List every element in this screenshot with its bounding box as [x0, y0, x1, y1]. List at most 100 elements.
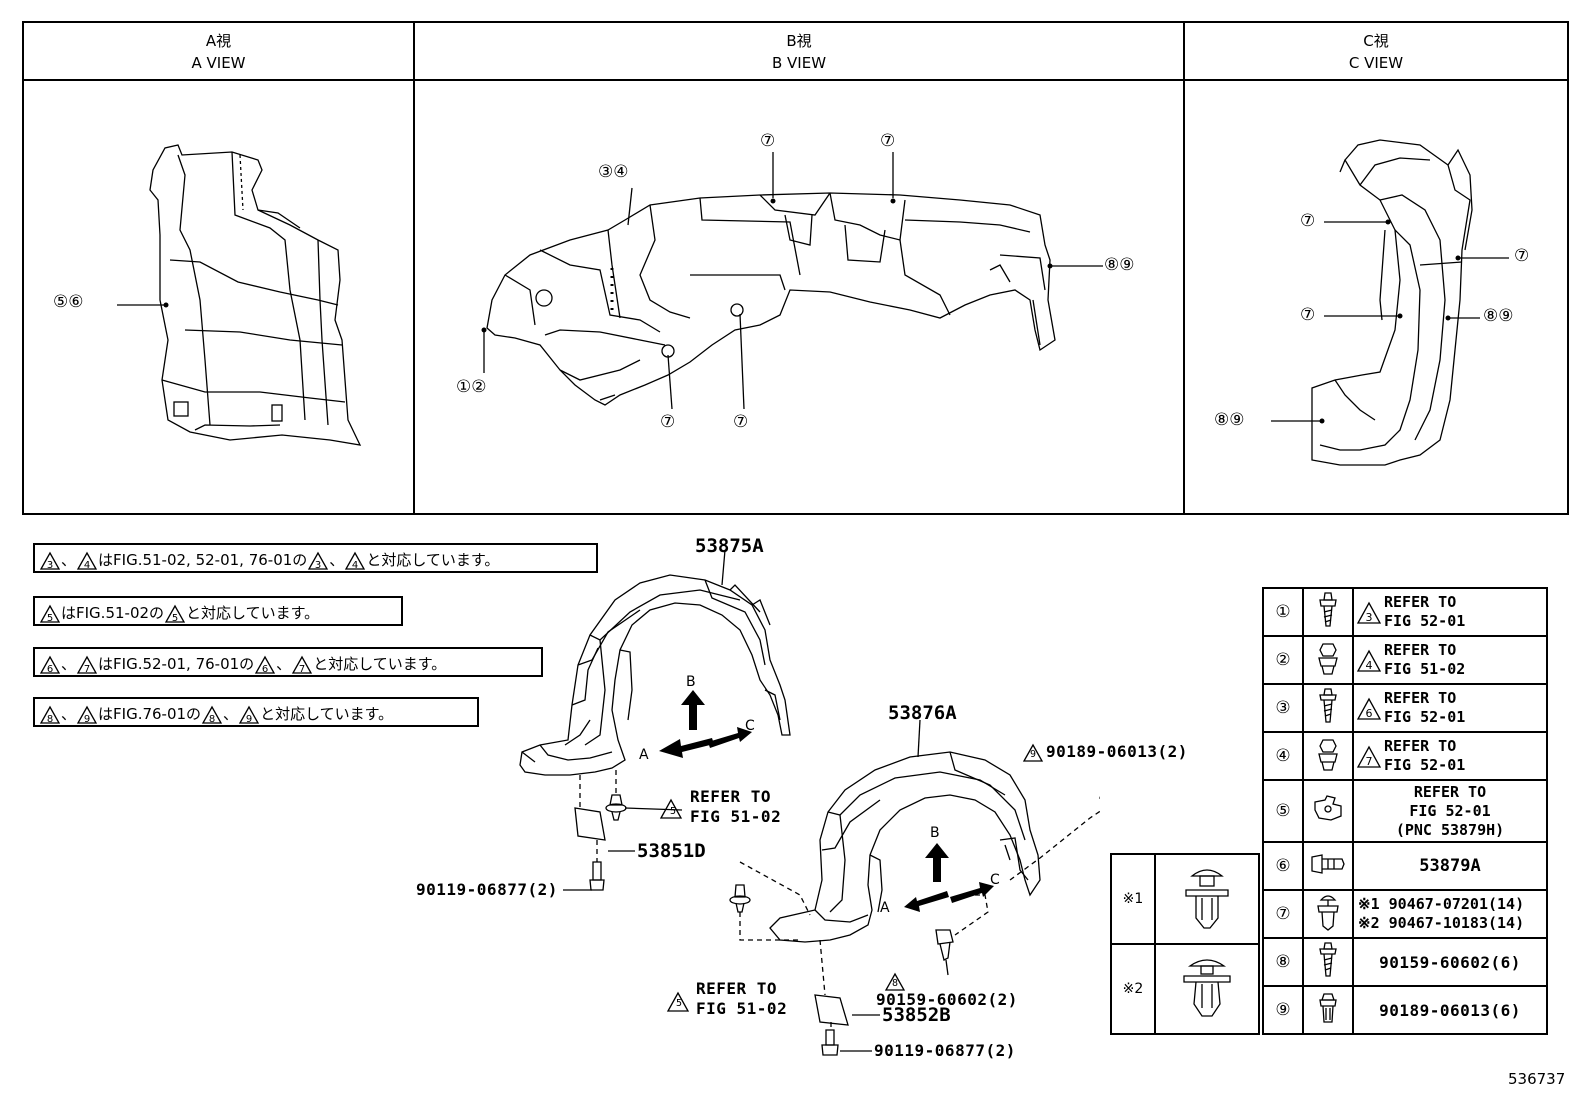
triangle-mark-icon: 8 [201, 705, 223, 725]
callout-7-c3: ⑦ [1514, 246, 1530, 266]
legend-row-6: ⑥ 53879A [1262, 841, 1548, 891]
view-frames [22, 21, 1569, 515]
triangle-mark-icon: 7 [1356, 745, 1382, 768]
arrow-b-icon [925, 843, 949, 882]
screw-fastener-drawing [935, 929, 954, 961]
callout-8-9-b-view: ⑧⑨ [1104, 255, 1135, 275]
a-view-header: A視 A VIEW [191, 32, 246, 72]
callout-7-c1: ⑦ [1300, 211, 1316, 231]
clip-fastener-drawing [729, 884, 751, 913]
triangle-mark-icon: 5 [39, 604, 61, 624]
legend-desc: ※1 90467-07201(14) ※2 90467-10183(14) [1352, 889, 1548, 939]
push-clip-type-2-icon [1183, 959, 1231, 1017]
clip-icon [1319, 993, 1337, 1023]
bracket-53851d-drawing [574, 807, 606, 841]
legend-num: ① [1262, 587, 1304, 637]
push-clip-icon [1317, 895, 1339, 931]
triangle-mark-icon: 6 [1356, 697, 1382, 720]
svg-text:4: 4 [84, 560, 90, 571]
triangle-mark-icon: 7 [292, 655, 313, 675]
legend-row-8: ⑧ 90159-60602(6) [1262, 937, 1548, 987]
svg-text:8: 8 [209, 714, 215, 725]
clip-type-row-1: ※1 [1110, 853, 1260, 945]
legend-num: ⑥ [1262, 841, 1304, 891]
clip-label-90189-06013: 90189-06013(2) [1046, 742, 1188, 761]
legend-icon-cell [1302, 587, 1354, 637]
nut-icon [1318, 739, 1338, 771]
triangle-mark-icon: 5 [164, 604, 186, 624]
legend-row-7: ⑦ ※1 90467-07201(14) ※2 90467-10183(14) [1262, 889, 1548, 939]
svg-text:7: 7 [84, 664, 90, 675]
bolt-fastener-drawing [821, 1029, 839, 1056]
triangle-mark-icon: 9 [238, 705, 260, 725]
legend-icon-cell [1302, 635, 1354, 685]
triangle-mark-icon: 9 [76, 705, 98, 725]
legend-desc: 53879A [1352, 841, 1548, 891]
direction-label-c2: C [990, 872, 1000, 888]
legend-num: ⑧ [1262, 937, 1304, 987]
callout-7-b2: ⑦ [880, 131, 896, 151]
refer-label-fig-51-02-lower: REFER TO FIG 51-02 [696, 979, 788, 1018]
svg-text:6: 6 [1366, 707, 1373, 720]
callout-3-4: ③④ [598, 162, 629, 182]
legend-icon-cell [1302, 937, 1354, 987]
callout-7-b3: ⑦ [660, 412, 676, 432]
triangle-mark-icon: 6 [39, 655, 61, 675]
direction-label-a1: A [639, 747, 649, 763]
svg-text:9: 9 [246, 714, 252, 725]
clip-type-table: ※1 ※2 [1110, 853, 1260, 1035]
push-clip-type-1-icon [1185, 869, 1229, 929]
part-label-53851d: 53851D [637, 840, 706, 862]
arrow-a-icon [904, 891, 949, 912]
direction-label-b2: B [930, 825, 940, 841]
screw-grommet-icon [1319, 592, 1337, 627]
refer-tri-num-upper: 5 [669, 806, 677, 817]
liner-53876a-drawing [769, 751, 1041, 943]
legend-desc: 90189-06013(6) [1352, 985, 1548, 1035]
legend-row-9: ⑨ 90189-06013(6) [1262, 985, 1548, 1035]
arrow-c-icon [708, 727, 752, 748]
callout-1-2: ①② [456, 377, 487, 397]
part-label-53875a: 53875A [695, 535, 764, 557]
clip-nut-icon [1314, 795, 1342, 821]
retainer-clip-icon [1311, 854, 1345, 874]
exploded-parts-drawing [519, 549, 1100, 1056]
screw-icon [1319, 942, 1337, 977]
triangle-mark-icon: 6 [255, 655, 276, 675]
svg-text:5: 5 [47, 613, 53, 624]
clip-type-mark: ※1 [1110, 853, 1156, 945]
callout-7-c2: ⑦ [1300, 305, 1316, 325]
clip-fastener-drawing [605, 794, 627, 821]
svg-text:6: 6 [262, 664, 268, 675]
callout-8-9-c2: ⑧⑨ [1214, 410, 1245, 430]
b-view-liner-drawing [486, 192, 1056, 406]
legend-num: ⑦ [1262, 889, 1304, 939]
legend-icon-cell [1302, 985, 1354, 1035]
clip-type-mark: ※2 [1110, 943, 1156, 1035]
legend-icon-cell [1302, 841, 1354, 891]
svg-text:3: 3 [1366, 611, 1373, 624]
svg-text:3: 3 [315, 560, 321, 571]
svg-text:8: 8 [47, 714, 53, 725]
arrow-b-icon [681, 690, 705, 730]
legend-num: ② [1262, 635, 1304, 685]
arrow-a-icon [659, 738, 714, 758]
legend-num: ④ [1262, 731, 1304, 781]
screw-label-90159-60602: 90159-60602(2) [876, 990, 1018, 1009]
svg-text:7: 7 [299, 664, 305, 675]
triangle-mark-icon: 7 [76, 655, 98, 675]
triangle-mark-icon: 4 [1356, 649, 1382, 672]
svg-text:4: 4 [352, 560, 358, 571]
screw8-tri-num: 8 [891, 978, 899, 989]
